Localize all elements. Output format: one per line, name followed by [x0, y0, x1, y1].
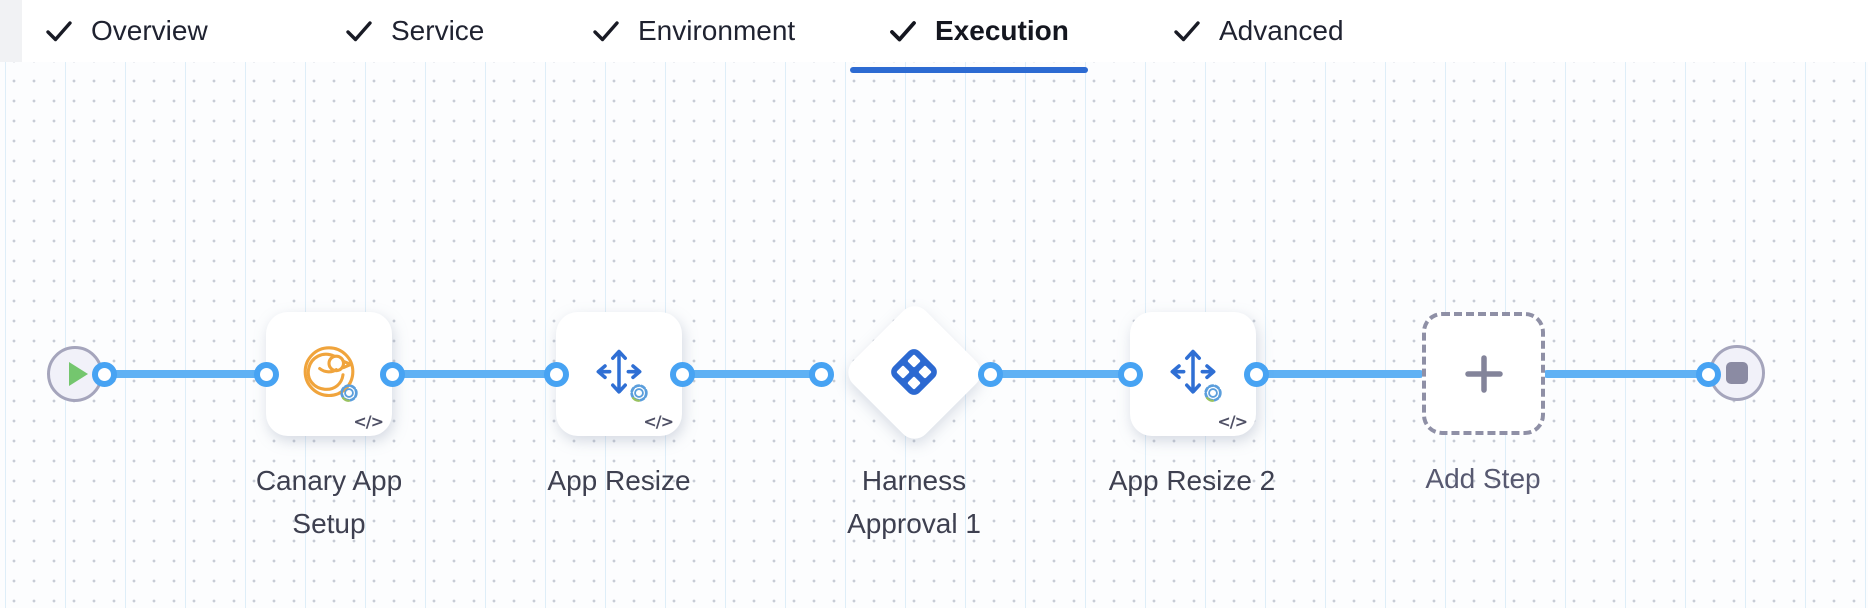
plus-icon	[1464, 354, 1503, 393]
step-node-canary-app-setup[interactable]: </>	[266, 312, 392, 436]
connector-line	[104, 370, 266, 378]
tab-execution[interactable]: Execution	[888, 0, 1069, 62]
connector-port[interactable]	[1244, 362, 1269, 387]
code-template-glyph: </>	[353, 412, 384, 431]
connector-port[interactable]	[670, 362, 695, 387]
play-icon	[69, 362, 88, 386]
check-icon	[1174, 21, 1200, 42]
panel-edge	[0, 0, 22, 62]
tab-label: Overview	[91, 15, 208, 46]
check-icon	[593, 21, 619, 42]
tab-overview[interactable]: Overview	[44, 0, 208, 62]
resize-arrows-icon	[1170, 349, 1216, 394]
check-icon	[890, 21, 916, 42]
connector-line	[1256, 370, 1424, 378]
connector-port[interactable]	[978, 362, 1003, 387]
code-template-glyph: </>	[643, 412, 674, 431]
active-tab-underline	[850, 67, 1088, 73]
connector-port[interactable]	[254, 362, 279, 387]
config-tab-bar: Overview Service Environment Execution A…	[0, 0, 1868, 62]
add-step-label: Add Step	[1425, 463, 1541, 494]
check-icon	[46, 21, 72, 42]
connector-port[interactable]	[544, 362, 569, 387]
connector-port[interactable]	[809, 362, 834, 387]
connector-port[interactable]	[380, 362, 405, 387]
gear-icon	[630, 384, 648, 402]
connector-line	[682, 370, 821, 378]
gear-icon	[340, 384, 358, 402]
step-node-app-resize-2[interactable]: </>	[1130, 312, 1256, 436]
code-template-glyph: </>	[1217, 412, 1248, 431]
step-label: App Resize 2	[1108, 465, 1276, 496]
gear-icon	[1204, 384, 1222, 402]
connector-line	[990, 370, 1130, 378]
tab-label: Advanced	[1219, 15, 1344, 46]
tab-label: Environment	[638, 15, 796, 46]
connector-line	[1543, 370, 1708, 378]
add-step-button[interactable]	[1422, 312, 1545, 435]
harness-approval-icon	[891, 349, 937, 395]
canary-bird-icon	[303, 346, 355, 398]
resize-arrows-icon	[596, 349, 642, 394]
tab-service[interactable]: Service	[344, 0, 484, 62]
step-label: Canary App Setup	[255, 465, 403, 539]
step-label: Harness Approval 1	[847, 465, 981, 539]
tab-label: Service	[391, 15, 485, 46]
step-node-app-resize[interactable]: </>	[556, 312, 682, 436]
tab-advanced[interactable]: Advanced	[1172, 0, 1344, 62]
check-icon	[346, 21, 372, 42]
connector-port[interactable]	[1118, 362, 1143, 387]
tab-label: Execution	[935, 15, 1069, 46]
stop-icon	[1726, 362, 1748, 384]
connector-port[interactable]	[1696, 362, 1721, 387]
connector-port[interactable]	[92, 362, 117, 387]
tab-environment[interactable]: Environment	[591, 0, 795, 62]
step-label: App Resize	[547, 465, 691, 496]
connector-line	[392, 370, 556, 378]
